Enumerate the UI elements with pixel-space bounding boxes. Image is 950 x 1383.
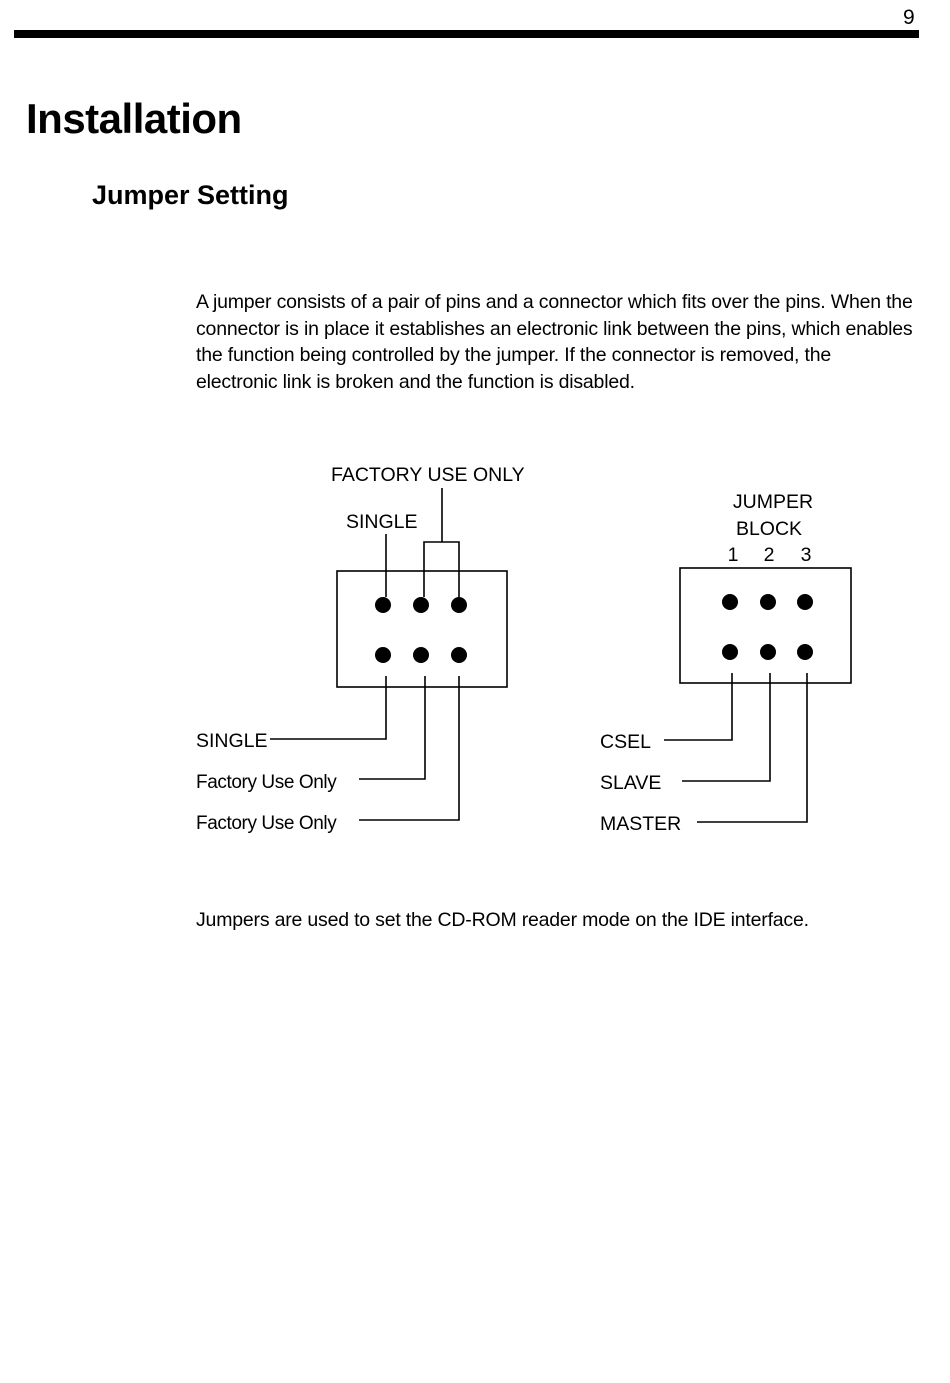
label-slave: SLAVE bbox=[600, 772, 661, 794]
pin-right-top-2 bbox=[760, 594, 776, 610]
section-title: Jumper Setting bbox=[92, 180, 289, 210]
label-factory-use-only-2: Factory Use Only bbox=[196, 813, 337, 834]
leader-master bbox=[697, 673, 808, 823]
bracket-factory-top bbox=[423, 541, 460, 597]
pin-number-3: 3 bbox=[801, 544, 812, 566]
pin-right-top-3 bbox=[797, 594, 813, 610]
label-single-bottom: SINGLE bbox=[196, 730, 268, 752]
pin-left-bottom-2 bbox=[413, 647, 429, 663]
page-title: Installation bbox=[26, 95, 242, 142]
label-factory-use-only-top: FACTORY USE ONLY bbox=[331, 464, 525, 486]
label-master: MASTER bbox=[600, 813, 681, 835]
page-number: 9 bbox=[903, 6, 915, 29]
left-jumper-block: FACTORY USE ONLY SINGLE SINGLE Factory U… bbox=[196, 464, 525, 834]
left-block-outline bbox=[336, 570, 508, 688]
pin-right-bottom-2 bbox=[760, 644, 776, 660]
jumper-diagram: FACTORY USE ONLY SINGLE SINGLE Factory U… bbox=[196, 464, 852, 835]
jumper-block-title-2: BLOCK bbox=[736, 518, 802, 540]
pin-left-top-3 bbox=[451, 597, 467, 613]
leader-slave bbox=[682, 673, 771, 782]
intro-paragraph: A jumper consists of a pair of pins and … bbox=[196, 291, 913, 393]
pin-left-bottom-3 bbox=[451, 647, 467, 663]
pin-left-bottom-1 bbox=[375, 647, 391, 663]
pin-right-bottom-1 bbox=[722, 644, 738, 660]
pin-left-top-2 bbox=[413, 597, 429, 613]
pin-right-bottom-3 bbox=[797, 644, 813, 660]
right-block-outline bbox=[679, 567, 852, 684]
leader-factory-bottom-1 bbox=[359, 676, 426, 780]
label-factory-use-only-1: Factory Use Only bbox=[196, 772, 337, 793]
leader-factory-bottom-2 bbox=[359, 676, 460, 821]
pin-right-top-1 bbox=[722, 594, 738, 610]
pin-number-2: 2 bbox=[764, 544, 775, 566]
pin-left-top-1 bbox=[375, 597, 391, 613]
label-single-top: SINGLE bbox=[346, 511, 418, 533]
right-jumper-block: JUMPER BLOCK 1 2 3 CSEL SLAVE MASTER bbox=[600, 491, 852, 835]
label-csel: CSEL bbox=[600, 731, 651, 753]
pin-number-1: 1 bbox=[728, 544, 739, 566]
closing-paragraph: Jumpers are used to set the CD-ROM reade… bbox=[196, 909, 809, 931]
leader-single-bottom bbox=[270, 676, 387, 740]
jumper-block-title-1: JUMPER bbox=[733, 491, 813, 513]
header-rule bbox=[14, 30, 919, 38]
leader-csel bbox=[664, 673, 733, 741]
